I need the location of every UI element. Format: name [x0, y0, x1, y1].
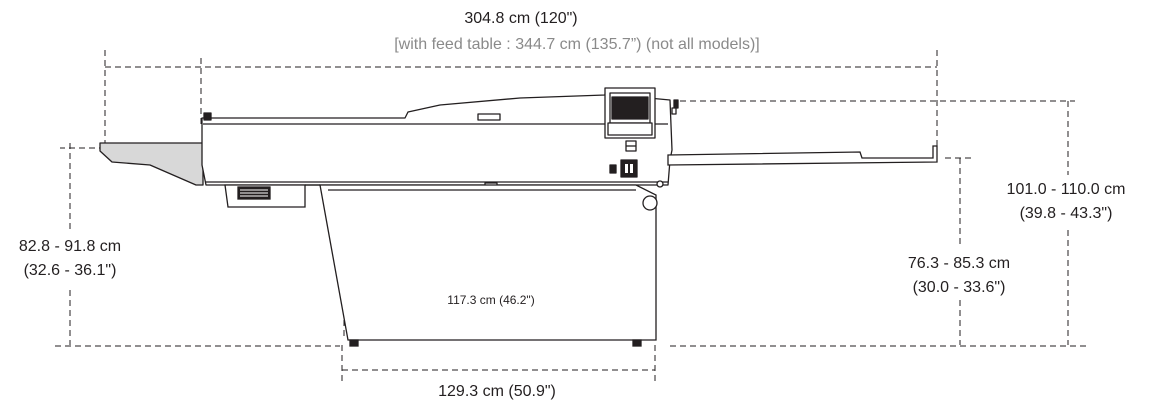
side-box	[224, 184, 320, 208]
height-left-label-line2: (32.6 - 36.1")	[24, 262, 117, 279]
feed-table-note: [with feed table : 344.7 cm (135.7”) (no…	[394, 36, 760, 53]
overall-length-label: 304.8 cm (120")	[464, 10, 577, 27]
dimension-labels: 304.8 cm (120") [with feed table : 344.7…	[19, 10, 1126, 400]
base-outer-width-label: 129.3 cm (50.9")	[438, 383, 556, 400]
stand-cabinet	[319, 184, 658, 347]
height-right-inner-label-line2: (30.0 - 33.6")	[913, 279, 1006, 296]
height-right-top-label-line2: (39.8 - 43.3")	[1020, 205, 1113, 222]
control-panel	[620, 159, 638, 178]
machine-body	[99, 87, 679, 190]
base-inner-width-label: 117.3 cm (46.2")	[447, 293, 534, 307]
right-output-table	[667, 145, 938, 166]
height-right-top-label-line1: 101.0 - 110.0 cm	[1007, 181, 1126, 198]
height-left-label-line1: 82.8 - 91.8 cm	[19, 238, 121, 255]
height-right-inner-label-line1: 76.3 - 85.3 cm	[908, 255, 1010, 272]
upper-body	[201, 93, 673, 186]
left-feed-tray	[99, 142, 204, 186]
